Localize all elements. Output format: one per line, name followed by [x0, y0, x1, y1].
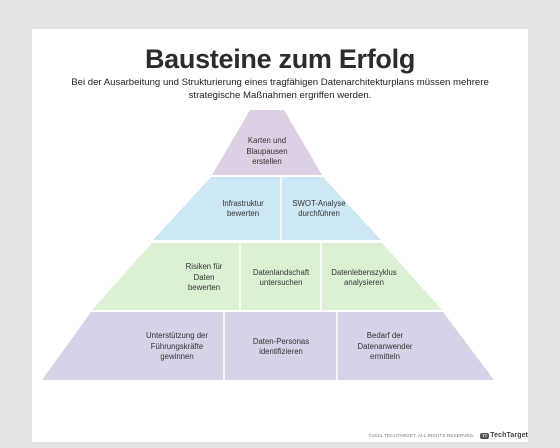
tier-4-cell-2: Daten-Personas identifizieren [252, 336, 310, 357]
copyright-text: ©2021 TECHTARGET. ALL RIGHTS RESERVED. [368, 433, 475, 438]
page-subtitle: Bei der Ausarbeitung und Strukturierung … [71, 77, 489, 101]
techtarget-logo-text: TechTarget [490, 432, 528, 439]
tier-1-cell-1: Karten und Blaupausen erstellen [246, 136, 288, 167]
techtarget-logo: TT TechTarget [480, 432, 528, 439]
tier-4-cell-3: Bedarf der Datenanwender ermitteln [357, 331, 413, 362]
footer: ©2021 TECHTARGET. ALL RIGHTS RESERVED. T… [369, 432, 528, 439]
pyramid-tier-1 [212, 110, 322, 175]
pyramid-tier-4 [42, 312, 494, 380]
tier-3-cell-2: Datenlandschaft untersuchen [252, 267, 310, 288]
tier-3-cell-1: Risiken für Daten bewerten [185, 262, 223, 293]
tier-2-cell-2: SWOT-Analyse durchführen [292, 198, 346, 219]
pyramid [42, 110, 494, 380]
infographic-card: Bausteine zum Erfolg Bei der Ausarbeitun… [32, 29, 528, 442]
techtarget-logo-icon: TT [480, 432, 490, 439]
page-title: Bausteine zum Erfolg [144, 44, 416, 74]
pyramid-tier-2 [153, 177, 381, 240]
tier-3-cell-3: Datenlebenszyklus analysieren [331, 267, 397, 288]
tier-4-cell-1: Unterstützung der Führungskräfte gewinne… [146, 331, 208, 362]
pyramid-tier-3 [92, 243, 442, 310]
tier-2-cell-1: Infrastruktur bewerten [222, 198, 264, 219]
